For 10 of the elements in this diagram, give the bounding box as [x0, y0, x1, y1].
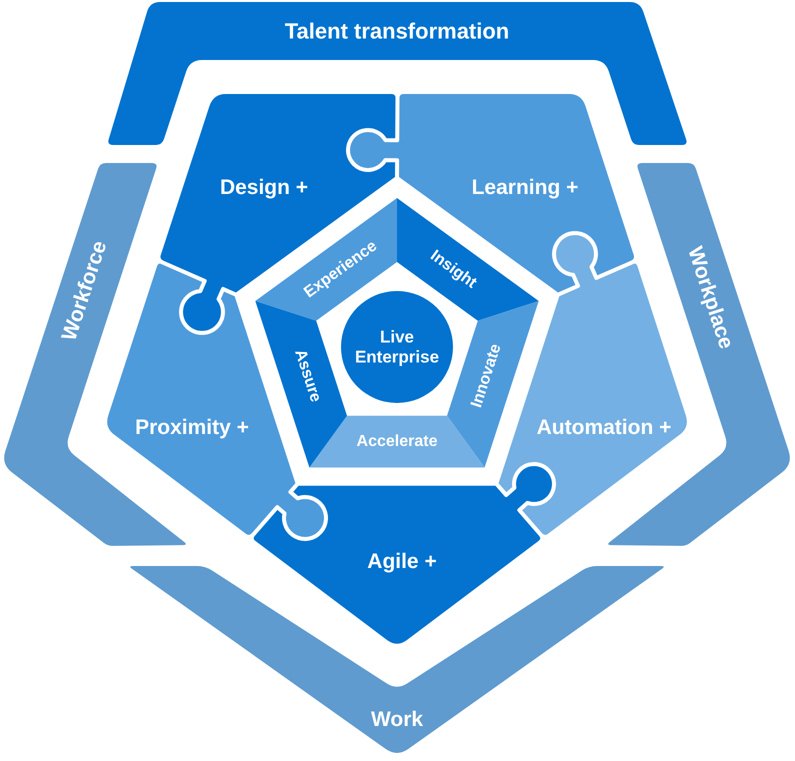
puzzle-piece-label: Agile +	[367, 550, 437, 574]
center-label: Live Enterprise	[354, 327, 440, 367]
puzzle-piece-label: Learning +	[472, 176, 578, 200]
band-label: Work	[370, 708, 424, 732]
puzzle-piece-label: Proximity +	[135, 416, 249, 440]
puzzle-piece-label: Design +	[220, 176, 308, 200]
puzzle-piece-label: Automation +	[536, 416, 672, 440]
segment-label: Assure	[290, 348, 324, 405]
band-label: Talent transformation	[284, 18, 510, 44]
segment-label: Accelerate	[356, 432, 438, 451]
